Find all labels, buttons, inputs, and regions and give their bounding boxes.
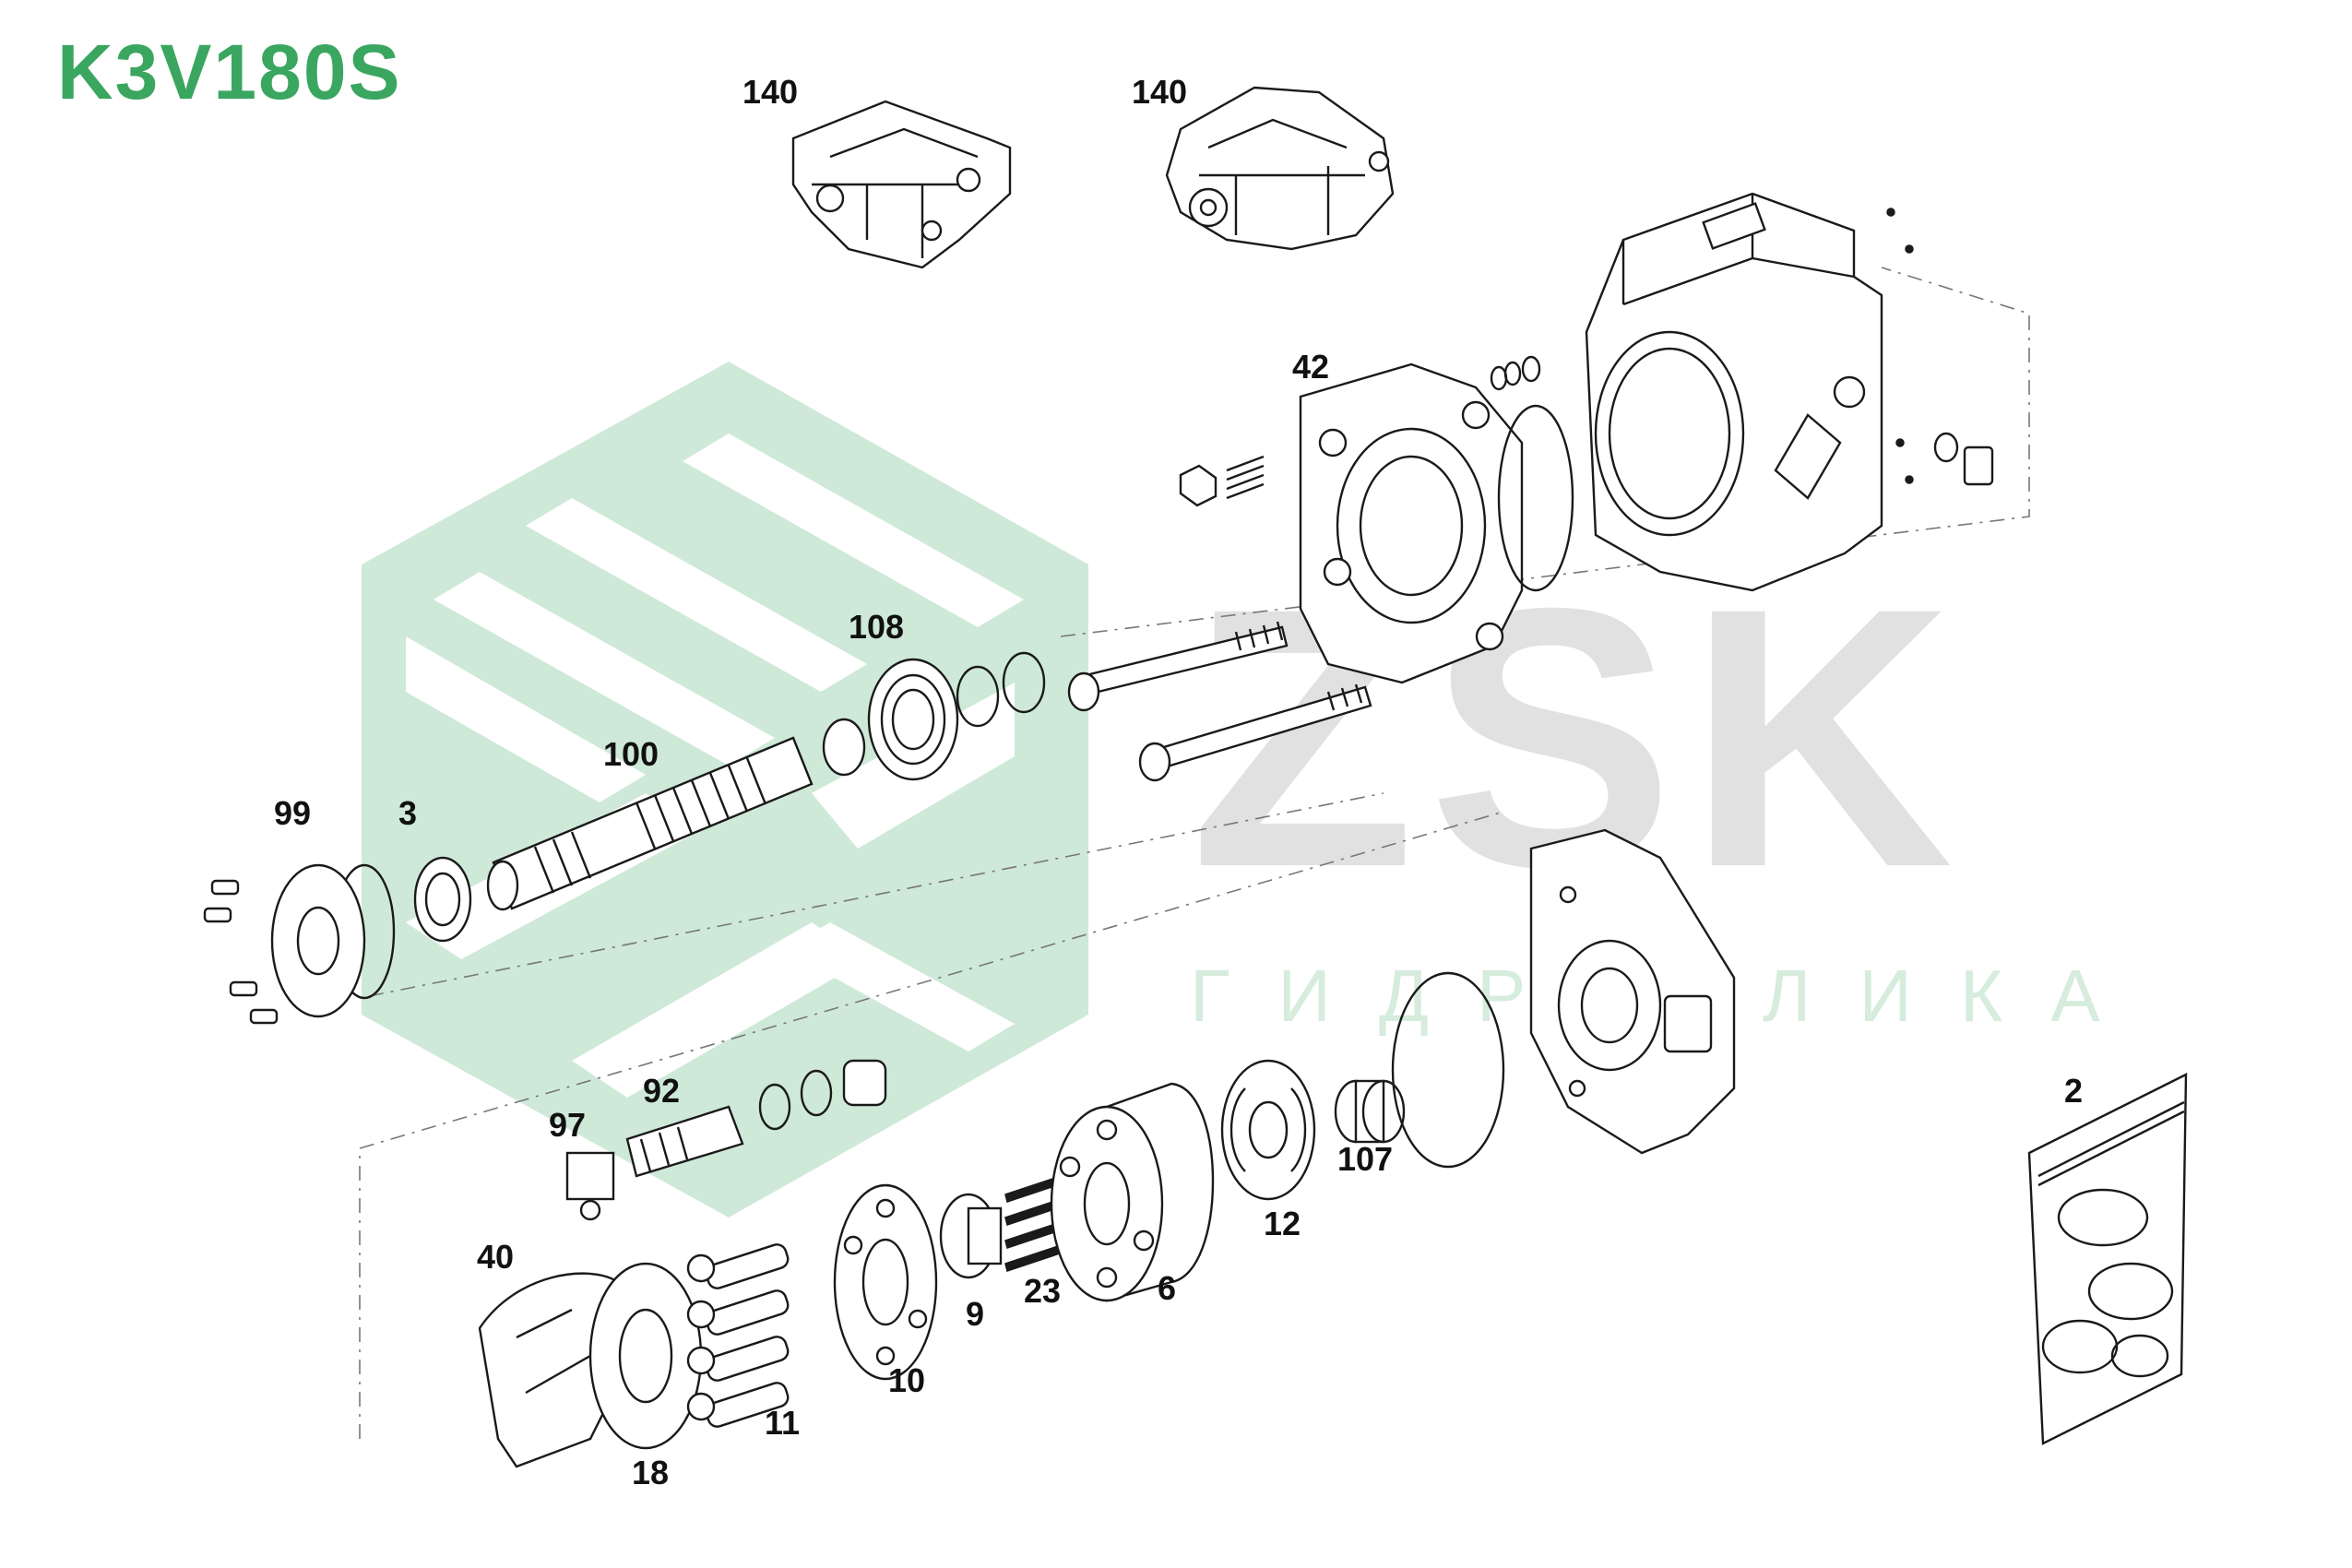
callout-107: 107 bbox=[1336, 1140, 1394, 1178]
nut-and-stud bbox=[1179, 455, 1265, 507]
part-42-flange bbox=[1299, 362, 1574, 684]
callout-100: 100 bbox=[602, 735, 659, 773]
part-2-seal-kit-bag bbox=[2027, 1073, 2188, 1445]
callout-140-right: 140 bbox=[1131, 73, 1188, 111]
callout-99: 99 bbox=[273, 794, 312, 832]
callout-10: 10 bbox=[887, 1361, 926, 1399]
part-108-bearing bbox=[822, 651, 1046, 781]
callout-92: 92 bbox=[642, 1072, 681, 1110]
callout-6: 6 bbox=[1157, 1269, 1177, 1307]
part-3-seal bbox=[413, 856, 472, 943]
callout-11: 11 bbox=[764, 1404, 801, 1442]
part-9-bushing bbox=[939, 1193, 1003, 1279]
callout-40: 40 bbox=[476, 1238, 515, 1276]
part-12-valve-plate bbox=[1220, 1059, 1316, 1201]
part-107-needle-bearing bbox=[1334, 1079, 1406, 1144]
large-o-ring bbox=[1391, 971, 1505, 1169]
callout-140-left: 140 bbox=[742, 73, 799, 111]
part-40-swash bbox=[478, 1272, 629, 1468]
part-92-pin bbox=[625, 1059, 887, 1178]
callout-97: 97 bbox=[548, 1106, 587, 1144]
part-23-springs bbox=[1004, 1175, 1063, 1272]
part-99-cover bbox=[270, 863, 396, 1018]
callout-42: 42 bbox=[1291, 348, 1330, 386]
callout-23: 23 bbox=[1023, 1272, 1062, 1310]
part-6-cylinder bbox=[1050, 1082, 1215, 1302]
callout-3: 3 bbox=[398, 794, 418, 832]
housing-seals bbox=[1490, 208, 1994, 486]
assembly-guide-mid bbox=[368, 792, 1384, 997]
callout-18: 18 bbox=[631, 1454, 670, 1491]
part-18-shoe-plate bbox=[588, 1262, 703, 1450]
callout-108: 108 bbox=[848, 608, 905, 646]
part-11-pistons bbox=[686, 1243, 790, 1428]
callout-9: 9 bbox=[965, 1295, 985, 1333]
part-97-block bbox=[565, 1151, 615, 1221]
regulator-140-right bbox=[1165, 86, 1395, 251]
valve-block bbox=[1529, 828, 1736, 1155]
part-10-retainer bbox=[833, 1183, 938, 1381]
cover-screws bbox=[203, 879, 279, 1025]
regulator-140-left bbox=[791, 100, 1012, 269]
pump-housing bbox=[1585, 192, 1883, 592]
page-title: K3V180S bbox=[57, 29, 402, 115]
callout-12: 12 bbox=[1263, 1205, 1301, 1242]
long-bolts bbox=[1067, 621, 1372, 782]
part-100-shaft bbox=[486, 736, 814, 911]
callout-2: 2 bbox=[2063, 1072, 2084, 1110]
assembly-guide-upper bbox=[1060, 267, 2030, 637]
